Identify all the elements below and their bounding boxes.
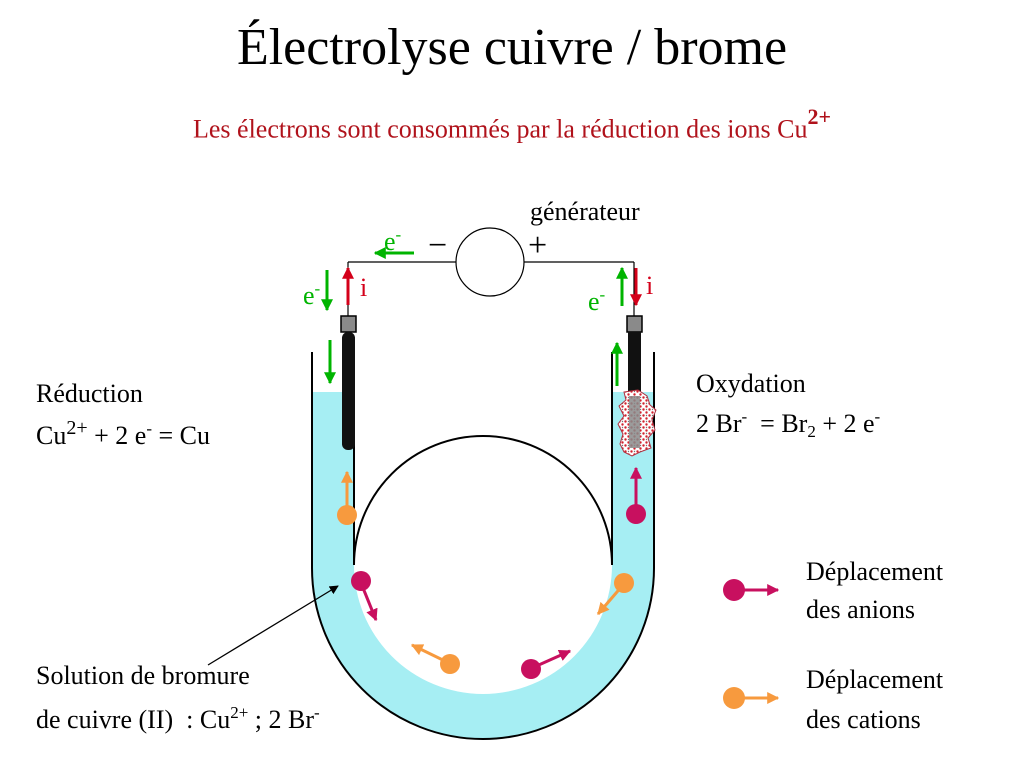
anode-electrode-core [629, 396, 640, 448]
electron-label-top: e- [384, 225, 402, 256]
electrolyte [312, 392, 654, 739]
cation-1 [337, 505, 357, 525]
oxidation-title: Oxydation [696, 369, 806, 398]
legend-anion-dot [723, 579, 745, 601]
anode-electrode [628, 332, 641, 392]
cathode-connector [340, 315, 357, 333]
cation-3 [440, 654, 460, 674]
legend-anions-line1: Déplacement [806, 557, 944, 586]
legend-anions-line2: des anions [806, 595, 916, 624]
legend-cations-line2: des cations [806, 705, 921, 734]
legend-cation-dot [723, 687, 745, 709]
subtitle-superscript: 2+ [807, 104, 832, 129]
anion-3 [521, 659, 541, 679]
generator-minus-sign: − [428, 227, 448, 264]
subtitle-text: Les électrons sont consommés par la rédu… [192, 114, 808, 144]
electron-label-right: e- [588, 285, 606, 316]
cathode-electrode [342, 332, 355, 450]
solution-label-line1: Solution de bromure [36, 661, 250, 690]
oxidation-equation: 2 Br- = Br2 + 2 e- [696, 407, 881, 441]
generator-icon [455, 227, 525, 297]
generator-plus-sign: + [528, 227, 548, 264]
anion-2 [351, 571, 371, 591]
current-label-right: i [646, 271, 654, 300]
generator-label: générateur [530, 197, 640, 226]
cation-2 [614, 573, 634, 593]
u-tube-outer-wall [311, 352, 655, 740]
page-subtitle: Les électrons sont consommés par la rédu… [0, 104, 1024, 145]
reduction-equation: Cu2+ + 2 e- = Cu [36, 417, 211, 450]
legend-cations-line1: Déplacement [806, 665, 944, 694]
page-title: Électrolyse cuivre / brome [236, 19, 788, 76]
u-tube-inner-wall [353, 352, 613, 566]
reduction-title: Réduction [36, 379, 143, 408]
anode-connector [626, 315, 643, 333]
solution-label-line2: de cuivre (II) : Cu2+ ; 2 Br- [36, 703, 320, 734]
solution-pointer [207, 585, 339, 666]
anion-1 [626, 504, 646, 524]
electron-label-left: e- [303, 279, 321, 310]
current-label-left: i [360, 273, 368, 302]
